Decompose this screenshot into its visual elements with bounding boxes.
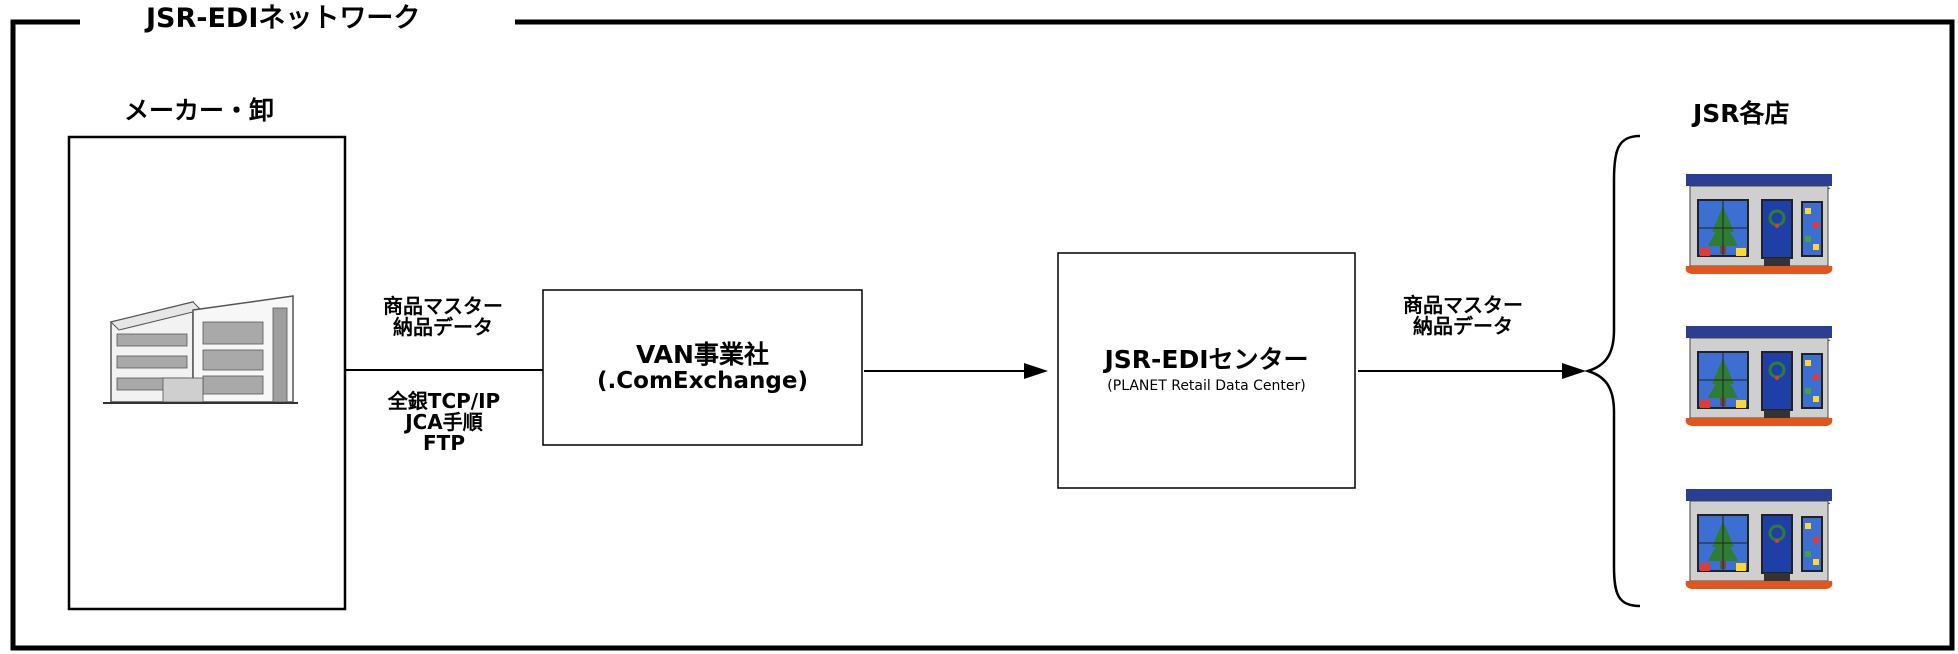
maker-label: メーカー・卸: [124, 96, 275, 125]
left-data-labels: 商品マスター 納品データ: [376, 296, 510, 338]
store-front-icon: [1685, 174, 1833, 274]
right-data-line-2: 納品データ: [1413, 314, 1513, 338]
edi-center-title: JSR-EDIセンター: [1104, 345, 1309, 375]
network-title: JSR-EDIネットワーク: [146, 3, 421, 34]
van-subtitle: (.ComExchange): [597, 367, 808, 394]
protocol-line-1: 全銀TCP/IP: [387, 389, 501, 413]
protocol-line-2: JCA手順: [405, 410, 483, 434]
protocol-line-3: FTP: [423, 431, 465, 455]
stores-label: JSR各店: [1693, 99, 1790, 128]
store-front-icon: [1684, 324, 1834, 428]
left-data-line-2: 納品データ: [393, 315, 493, 339]
arrowhead-2: [1562, 363, 1586, 379]
protocol-labels: 全銀TCP/IP JCA手順 FTP: [366, 391, 522, 454]
store-front-icon: [1684, 487, 1834, 591]
left-data-line-1: 商品マスター: [383, 294, 503, 318]
right-data-labels: 商品マスター 納品データ: [1393, 295, 1533, 337]
edi-center-box: [1057, 252, 1356, 489]
office-building-icon: [103, 295, 298, 404]
van-title: VAN事業社: [636, 340, 769, 370]
edi-center-box-text: JSR-EDIセンター (PLANET Retail Data Center): [1058, 253, 1355, 488]
edi-center-subtitle: (PLANET Retail Data Center): [1107, 377, 1306, 394]
van-box: [542, 289, 863, 446]
stores-brace: [1583, 134, 1641, 608]
right-data-line-1: 商品マスター: [1403, 293, 1523, 317]
van-box-text: VAN事業社 (.ComExchange): [543, 290, 862, 445]
arrowhead-1: [1024, 363, 1048, 379]
network-frame: [10, 19, 1955, 651]
